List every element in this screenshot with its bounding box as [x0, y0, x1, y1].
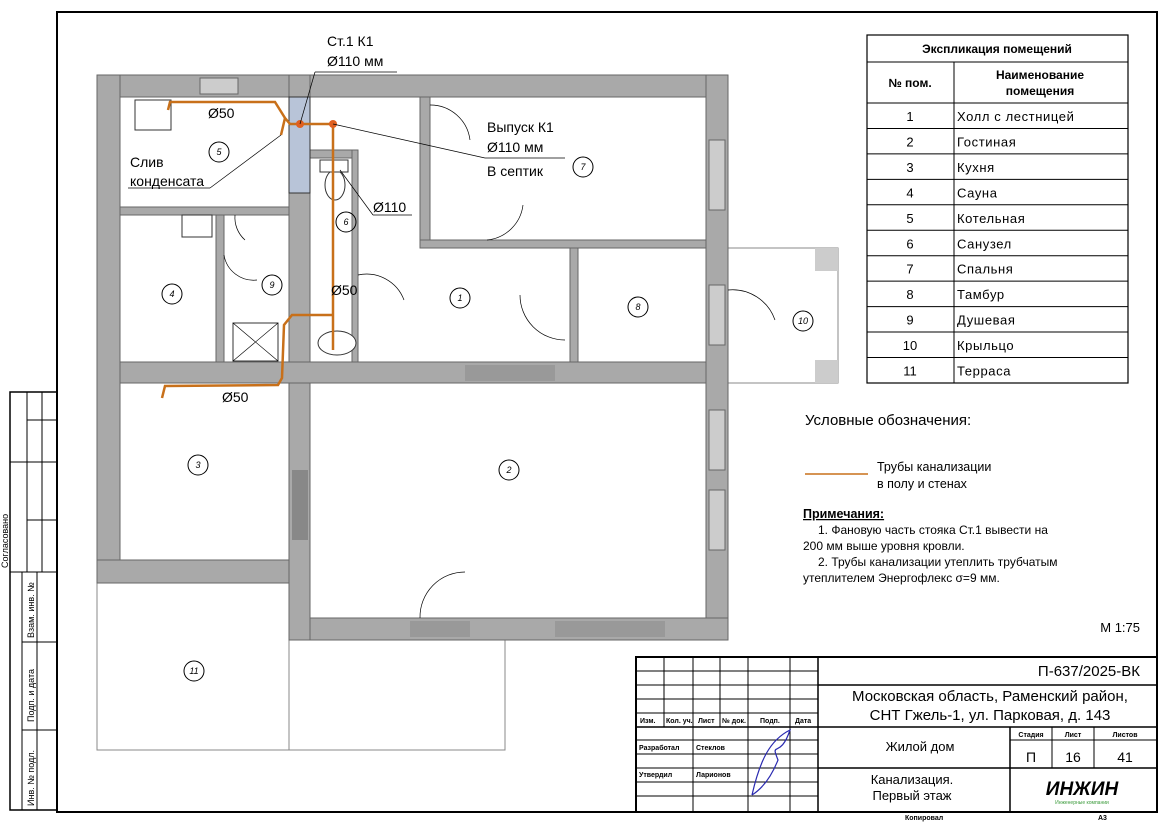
table-cell-name: Крыльцо — [957, 338, 1014, 353]
riser-label: Ст.1 К1 — [327, 33, 374, 49]
condensate-label: Слив — [130, 154, 164, 170]
stage-value: П — [1026, 749, 1036, 765]
table-cell-name: Санузел — [957, 236, 1012, 251]
outlet-diameter: Ø110 мм — [487, 139, 543, 155]
stamp-sheet-header: Лист — [1065, 732, 1082, 739]
table-title: Экспликация помещений — [922, 42, 1072, 56]
table-cell-name: Сауна — [957, 185, 998, 200]
table-cell-name: Котельная — [957, 211, 1025, 226]
toilet — [324, 169, 346, 201]
table-cell-num: 1 — [906, 109, 913, 124]
diameter-label: Ø110 — [373, 199, 406, 215]
washbasin — [317, 330, 357, 356]
table-cell-name: Тамбур — [957, 287, 1005, 302]
sheet-title-1: Канализация. — [871, 772, 954, 787]
address-line-2: СНТ Гжель-1, ул. Парковая, д. 143 — [870, 707, 1111, 724]
table-cell-num: 3 — [906, 160, 913, 175]
note-2: 2. Трубы канализации утеплить трубчатым — [818, 555, 1057, 569]
stamp-header-list: Лист — [698, 718, 715, 725]
title-block: Изм. Кол. уч. Лист № док. Подп. Дата Раз… — [635, 656, 1158, 822]
sheet-value: 16 — [1065, 749, 1081, 765]
table-cell-num: 10 — [903, 338, 917, 353]
stamp-copied: Копировал — [905, 815, 943, 822]
legend-pipe-label-2: в полу и стенах — [877, 477, 968, 491]
outlet-label: Выпуск К1 — [487, 119, 554, 135]
stamp-developed-label: Разработал — [639, 744, 679, 752]
sewer-pipes — [128, 71, 565, 399]
note-1: 1. Фановую часть стояка Ст.1 вывести на — [818, 523, 1048, 537]
svg-text:6: 6 — [343, 217, 348, 227]
legend-title: Условные обозначения: — [805, 412, 971, 429]
document-code: П-637/2025-ВК — [1038, 663, 1140, 680]
table-cell-name: Терраса — [957, 364, 1011, 379]
sheets-value: 41 — [1117, 749, 1133, 765]
stamp-header-date: Дата — [795, 718, 811, 725]
table-header-num: № пом. — [888, 76, 931, 90]
diameter-label: Ø50 — [331, 282, 358, 298]
stamp-approved-label: Утвердил — [639, 772, 672, 779]
table-cell-num: 7 — [906, 262, 913, 277]
svg-text:8: 8 — [635, 302, 640, 312]
notes-title: Примечания: — [803, 507, 884, 521]
table-cell-num: 11 — [903, 364, 917, 379]
table-cell-num: 9 — [906, 313, 913, 328]
chimney — [288, 96, 311, 194]
table-cell-num: 4 — [906, 185, 913, 200]
rooms-table: Экспликация помещений № пом. Наименовани… — [866, 34, 1129, 384]
riser-diameter: Ø110 мм — [327, 53, 383, 69]
table-cell-name: Душевая — [957, 313, 1015, 328]
stamp-sheets-header: Листов — [1112, 732, 1138, 739]
stamp-format: А3 — [1098, 815, 1107, 822]
table-cell-num: 5 — [906, 211, 913, 226]
note-1-cont: 200 мм выше уровня кровли. — [803, 539, 965, 553]
stamp-developer: Стеклов — [696, 745, 726, 752]
table-cell-name: Кухня — [957, 160, 995, 175]
svg-text:7: 7 — [580, 162, 586, 172]
stamp-stage-header: Стадия — [1018, 732, 1043, 739]
floor-plan — [96, 74, 839, 751]
outlet-destination: В септик — [487, 163, 544, 179]
svg-text:9: 9 — [269, 280, 274, 290]
svg-text:11: 11 — [189, 666, 198, 676]
diameter-label: Ø50 — [222, 389, 249, 405]
diameter-label: Ø50 — [208, 105, 235, 121]
sheet-title-2: Первый этаж — [872, 788, 951, 803]
signature — [751, 728, 792, 796]
side-stamp: Согласовано Взам. инв. № Подп. и дата Ин… — [0, 391, 58, 811]
stamp-header-kol: Кол. уч. — [666, 718, 693, 725]
svg-text:5: 5 — [216, 147, 222, 157]
svg-text:4: 4 — [169, 289, 174, 299]
scale-label: М 1:75 — [1100, 620, 1140, 635]
table-cell-num: 8 — [906, 287, 913, 302]
table-header-name: Наименование — [996, 68, 1084, 82]
table-cell-name: Спальня — [957, 262, 1013, 277]
side-agreed: Согласовано — [0, 514, 10, 568]
condensate-label-2: конденсата — [130, 173, 204, 189]
table-cell-num: 2 — [906, 134, 913, 149]
svg-text:помещения: помещения — [1006, 84, 1074, 98]
company-logo-sub: Инженерные компании — [1055, 800, 1109, 806]
object-name: Жилой дом — [886, 739, 955, 754]
stamp-header-podp: Подп. — [760, 718, 780, 725]
side-inv-podl: Инв. № подл. — [26, 750, 36, 806]
side-inv-vzam: Взам. инв. № — [26, 582, 36, 638]
company-logo: ИНЖИН — [1046, 779, 1120, 800]
side-sign-date: Подп. и дата — [26, 669, 36, 722]
boiler — [134, 99, 172, 131]
svg-text:2: 2 — [505, 465, 511, 475]
stamp-approver: Ларионов — [696, 772, 731, 779]
table-cell-name: Холл с лестницей — [957, 109, 1074, 124]
svg-text:10: 10 — [798, 316, 808, 326]
legend-pipe-label: Трубы канализации — [877, 460, 991, 474]
table-cell-num: 6 — [906, 236, 913, 251]
svg-text:3: 3 — [195, 460, 200, 470]
stamp-header-izm: Изм. — [640, 718, 656, 725]
stamp-header-doc: № док. — [722, 717, 746, 725]
room-markers: 1 2 3 4 5 6 7 8 9 10 11 — [161, 141, 814, 682]
svg-text:1: 1 — [457, 293, 462, 303]
note-2-cont: утеплителем Энергофлекс σ=9 мм. — [803, 571, 1000, 585]
table-cell-name: Гостиная — [957, 134, 1016, 149]
address-line-1: Московская область, Раменский район, — [852, 688, 1128, 705]
